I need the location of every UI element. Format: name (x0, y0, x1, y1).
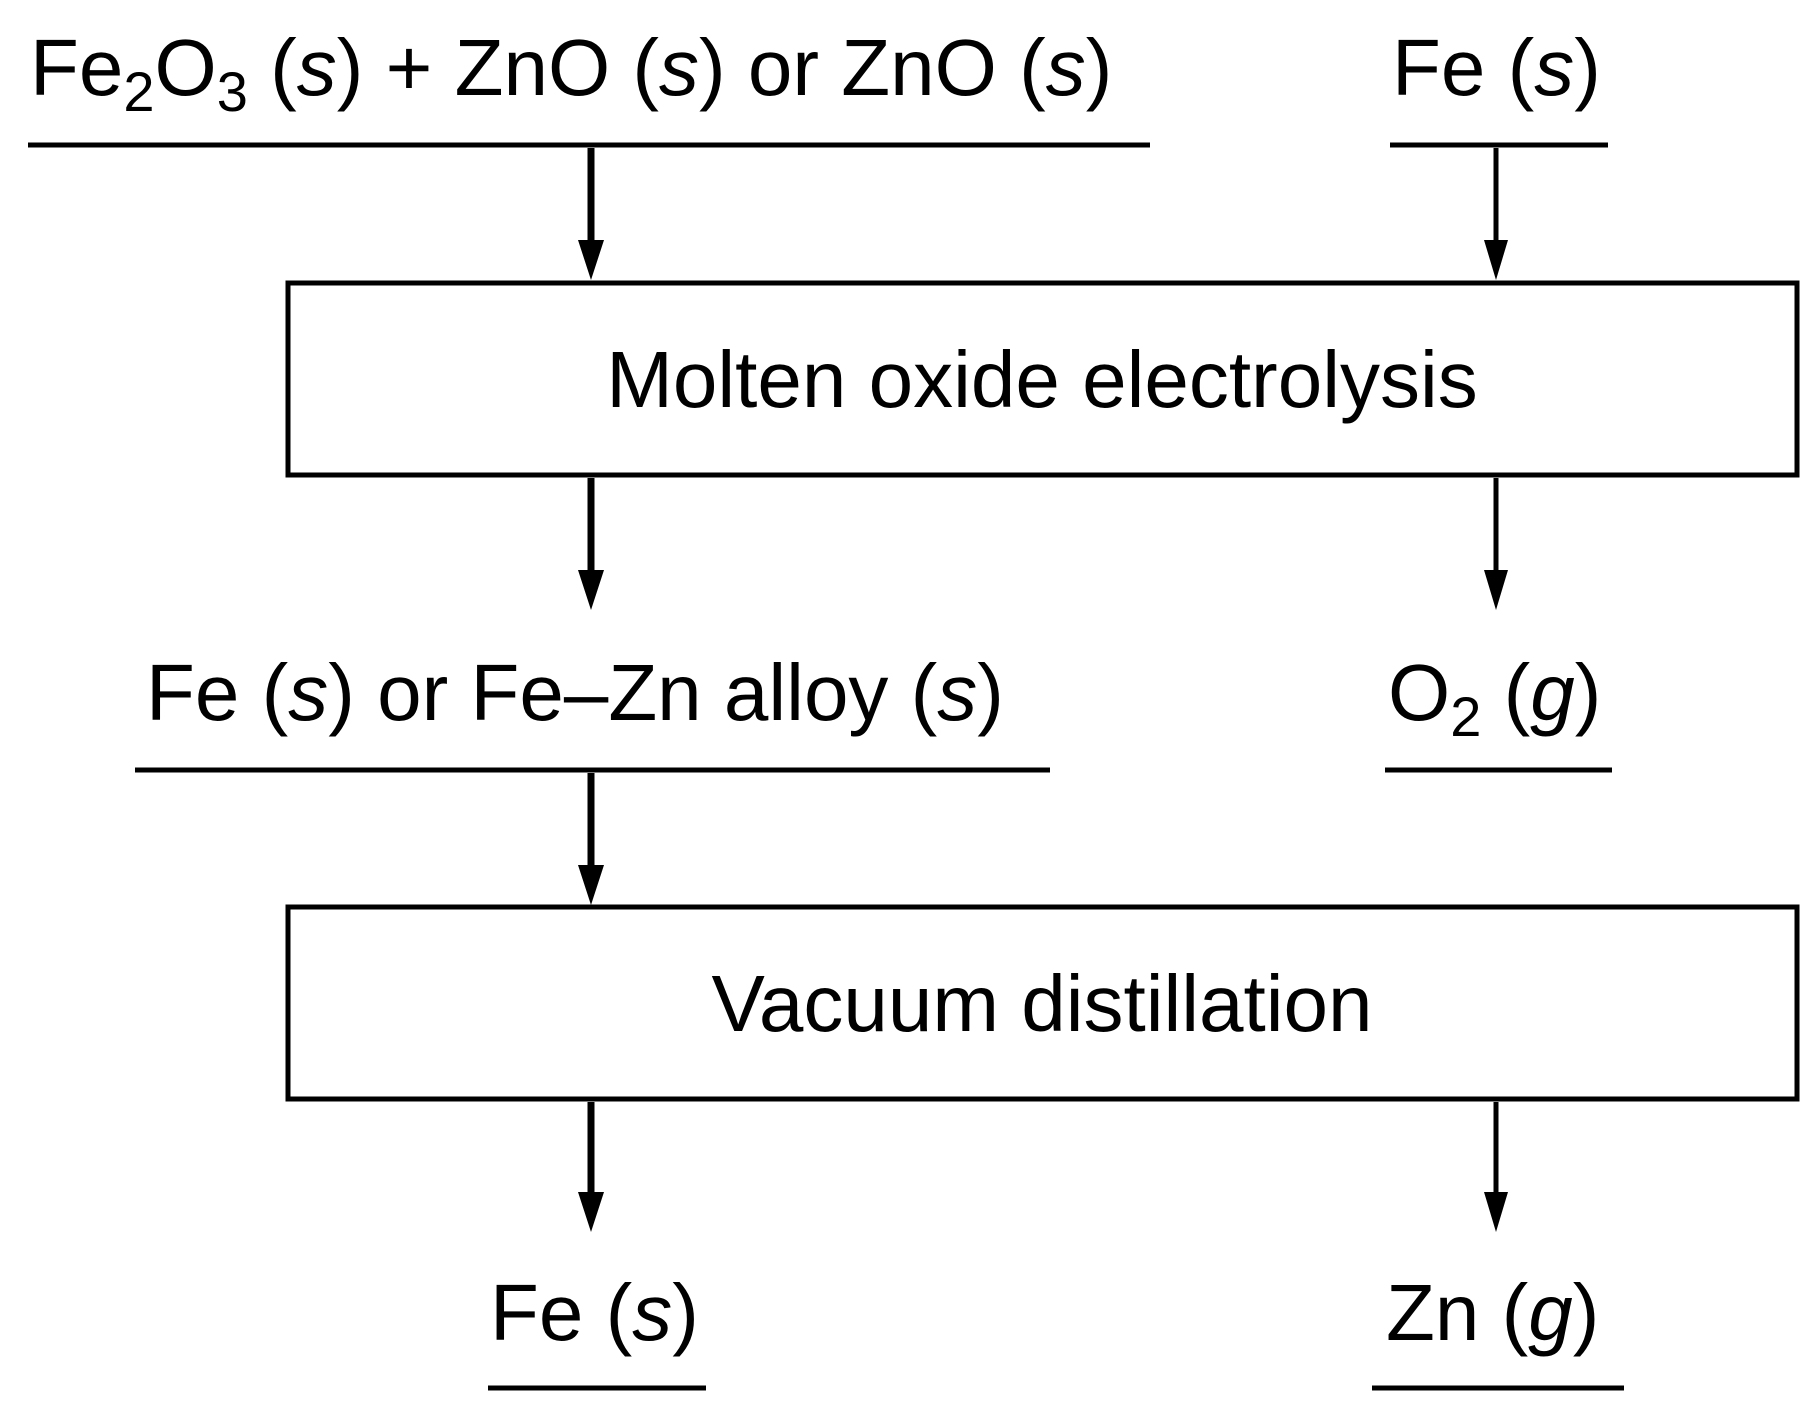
arrow-distillation-to-iron (578, 1102, 604, 1232)
output-zinc-label: Zn (g) (1386, 1268, 1599, 1357)
intermediate-oxygen-label: O2 (g) (1388, 648, 1601, 748)
output-iron-label: Fe (s) (490, 1268, 699, 1357)
distillation-box-frame (285, 904, 1800, 1102)
arrow-electrolysis-to-oxygen (1484, 478, 1508, 610)
arrow-electrolysis-to-alloy (578, 478, 604, 610)
output-zinc-node: Zn (g) (1372, 1268, 1624, 1391)
intermediate-alloy-label: Fe (s) or Fe–Zn alloy (s) (146, 648, 1004, 737)
output-iron-node: Fe (s) (488, 1268, 706, 1391)
arrow-alloy-to-distillation (578, 773, 604, 905)
vacuum-distillation-box: Vacuum distillation (285, 904, 1800, 1102)
arrow-distillation-to-zinc (1484, 1102, 1508, 1232)
arrow-oxides-to-electrolysis (578, 148, 604, 280)
molten-oxide-electrolysis-box: Molten oxide electrolysis (285, 280, 1800, 478)
distillation-box-label: Vacuum distillation (711, 959, 1372, 1048)
input-iron-node: Fe (s) (1390, 23, 1608, 148)
electrolysis-box-frame (285, 280, 1800, 478)
input-oxides-node: Fe2O3 (s) + ZnO (s) or ZnO (s) (28, 23, 1150, 148)
electrolysis-box-label: Molten oxide electrolysis (606, 335, 1477, 424)
input-oxides-label: Fe2O3 (s) + ZnO (s) or ZnO (s) (30, 23, 1112, 123)
intermediate-alloy-node: Fe (s) or Fe–Zn alloy (s) (135, 648, 1050, 773)
intermediate-oxygen-node: O2 (g) (1385, 648, 1612, 773)
input-iron-label: Fe (s) (1392, 23, 1601, 112)
arrow-iron-to-electrolysis (1484, 148, 1508, 280)
